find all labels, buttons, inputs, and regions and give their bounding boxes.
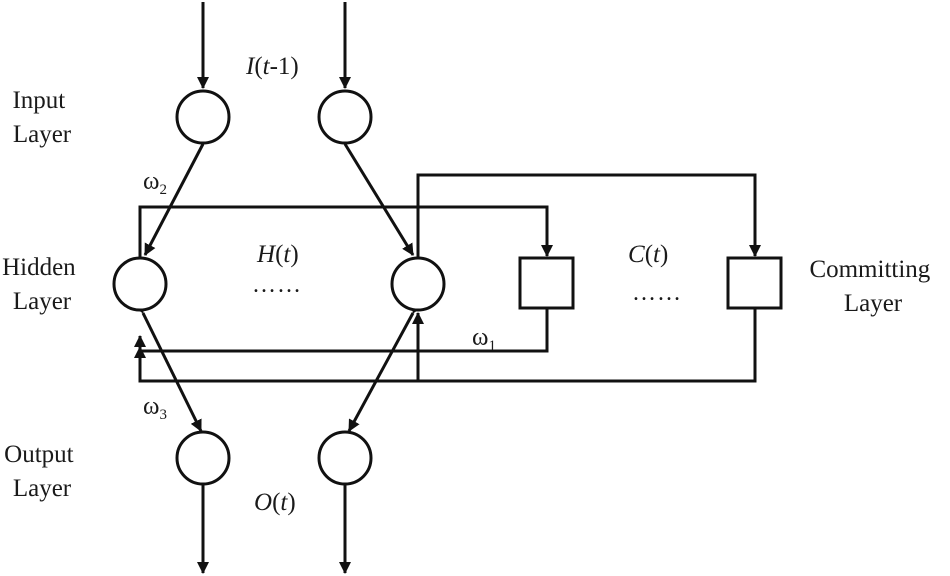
input-math-label: I(t-1) xyxy=(245,53,299,80)
committing-ellipsis: …… xyxy=(632,280,682,306)
committing-node-1 xyxy=(518,256,575,310)
committing-layer-label: Committing Layer xyxy=(809,256,936,317)
hidden-node-right xyxy=(390,256,446,312)
hidden-node-left xyxy=(112,256,168,312)
weight-w3-label: ω3 xyxy=(143,393,167,423)
output-node-right xyxy=(317,430,373,486)
hidden-to-context1-wire xyxy=(138,205,553,258)
committing-node-2 xyxy=(726,256,783,310)
context2-feedback-wire xyxy=(134,309,757,383)
hidden-math-label: H(t) xyxy=(256,241,299,268)
input-node-left xyxy=(175,89,231,145)
weight-w2-label: ω2 xyxy=(143,168,167,198)
output-math-label: O(t) xyxy=(254,489,296,516)
input-to-hidden-left xyxy=(143,143,205,256)
hidden-output-left-link xyxy=(132,300,203,432)
hidden-ellipsis: …… xyxy=(252,272,302,298)
output-node-left xyxy=(175,430,231,486)
input-node-right xyxy=(317,89,373,145)
committing-math-label: C(t) xyxy=(628,241,668,268)
hidden-output-right-link xyxy=(347,300,424,432)
input-layer-label: Input Layer xyxy=(12,87,71,148)
output-layer-label: Output Layer xyxy=(4,441,80,502)
hidden-layer-label: Hidden Layer xyxy=(2,254,82,315)
input-to-hidden-right xyxy=(343,143,415,256)
hidden-to-context2-wire xyxy=(416,173,761,258)
weight-w1-label: ω1 xyxy=(472,324,496,354)
